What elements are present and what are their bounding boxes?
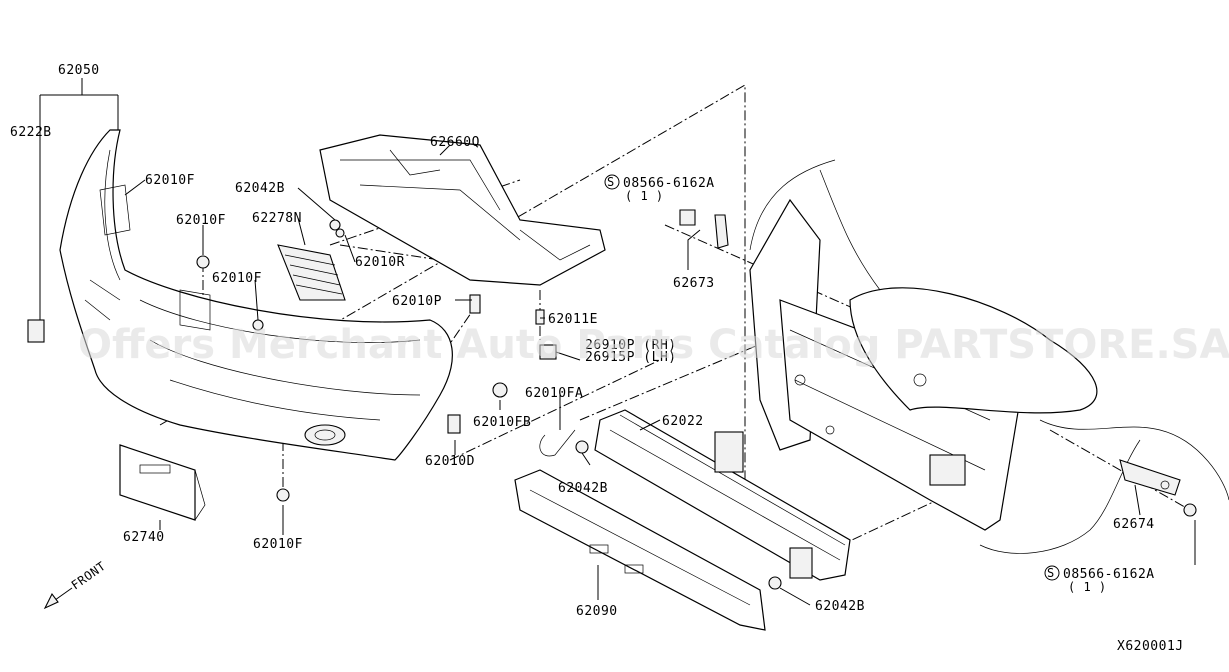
radiator-core-support [749, 159, 1229, 554]
callout-62660q: 62660Q [430, 135, 480, 150]
callout-62011e: 62011E [548, 312, 598, 327]
callout-62042b-c: 62042B [815, 599, 865, 614]
callout-62042b-b: 62042B [558, 481, 608, 496]
callout-62010f-c: 62010F [212, 271, 262, 286]
callout-26910p: 26910P (RH) [585, 338, 677, 353]
symbol-s-b: S [1047, 566, 1055, 580]
callout-62022: 62022 [662, 414, 704, 429]
front-arrow-icon: FRONT [43, 559, 109, 610]
callout-62674: 62674 [1113, 517, 1155, 532]
callout-62010d: 62010D [425, 454, 475, 469]
callout-labels: 62050 6222B 62010F 62042B 62660Q 62010F … [10, 63, 1184, 654]
grille-insert [277, 244, 346, 301]
callout-62010r: 62010R [355, 255, 405, 270]
callout-62010f-a: 62010F [145, 173, 195, 188]
front-bumper-fascia [27, 129, 453, 461]
callout-62042b-a: 62042B [235, 181, 285, 196]
callout-08566-b-qty: ( 1 ) [1068, 580, 1107, 594]
symbol-s-a: S [607, 175, 615, 189]
leader-lines [39, 78, 1196, 606]
callout-62050: 62050 [58, 63, 100, 78]
callout-62010p: 62010P [392, 294, 442, 309]
callout-08566-a-qty: ( 1 ) [625, 189, 664, 203]
callout-26915p: 26915P (LH) [585, 350, 677, 365]
license-plate-bracket [119, 444, 206, 521]
fasteners [196, 219, 1197, 590]
upper-cover [319, 134, 606, 286]
callout-62090: 62090 [576, 604, 618, 619]
callout-62010f-d: 62010F [253, 537, 303, 552]
bracket-62673 [679, 209, 729, 249]
side-bracket [1119, 459, 1181, 496]
bumper-reinforcement [594, 409, 851, 581]
callout-08566-a: 08566-6162A [623, 176, 715, 191]
callout-62010fb: 62010FB [473, 415, 531, 430]
watermark: Offers Merchant Auto Parts Catalog PARTS… [78, 322, 1229, 368]
energy-absorber [514, 469, 766, 631]
callout-62010f-b: 62010F [176, 213, 226, 228]
callout-62228: 6222B [10, 125, 52, 140]
callout-62010fa: 62010FA [525, 386, 583, 401]
callout-08566-b: 08566-6162A [1063, 567, 1155, 582]
front-label: FRONT [69, 559, 109, 593]
callout-62740: 62740 [123, 530, 165, 545]
callout-62278n: 62278N [252, 211, 302, 226]
callout-62673: 62673 [673, 276, 715, 291]
diagram-id: X620001J [1117, 639, 1184, 654]
